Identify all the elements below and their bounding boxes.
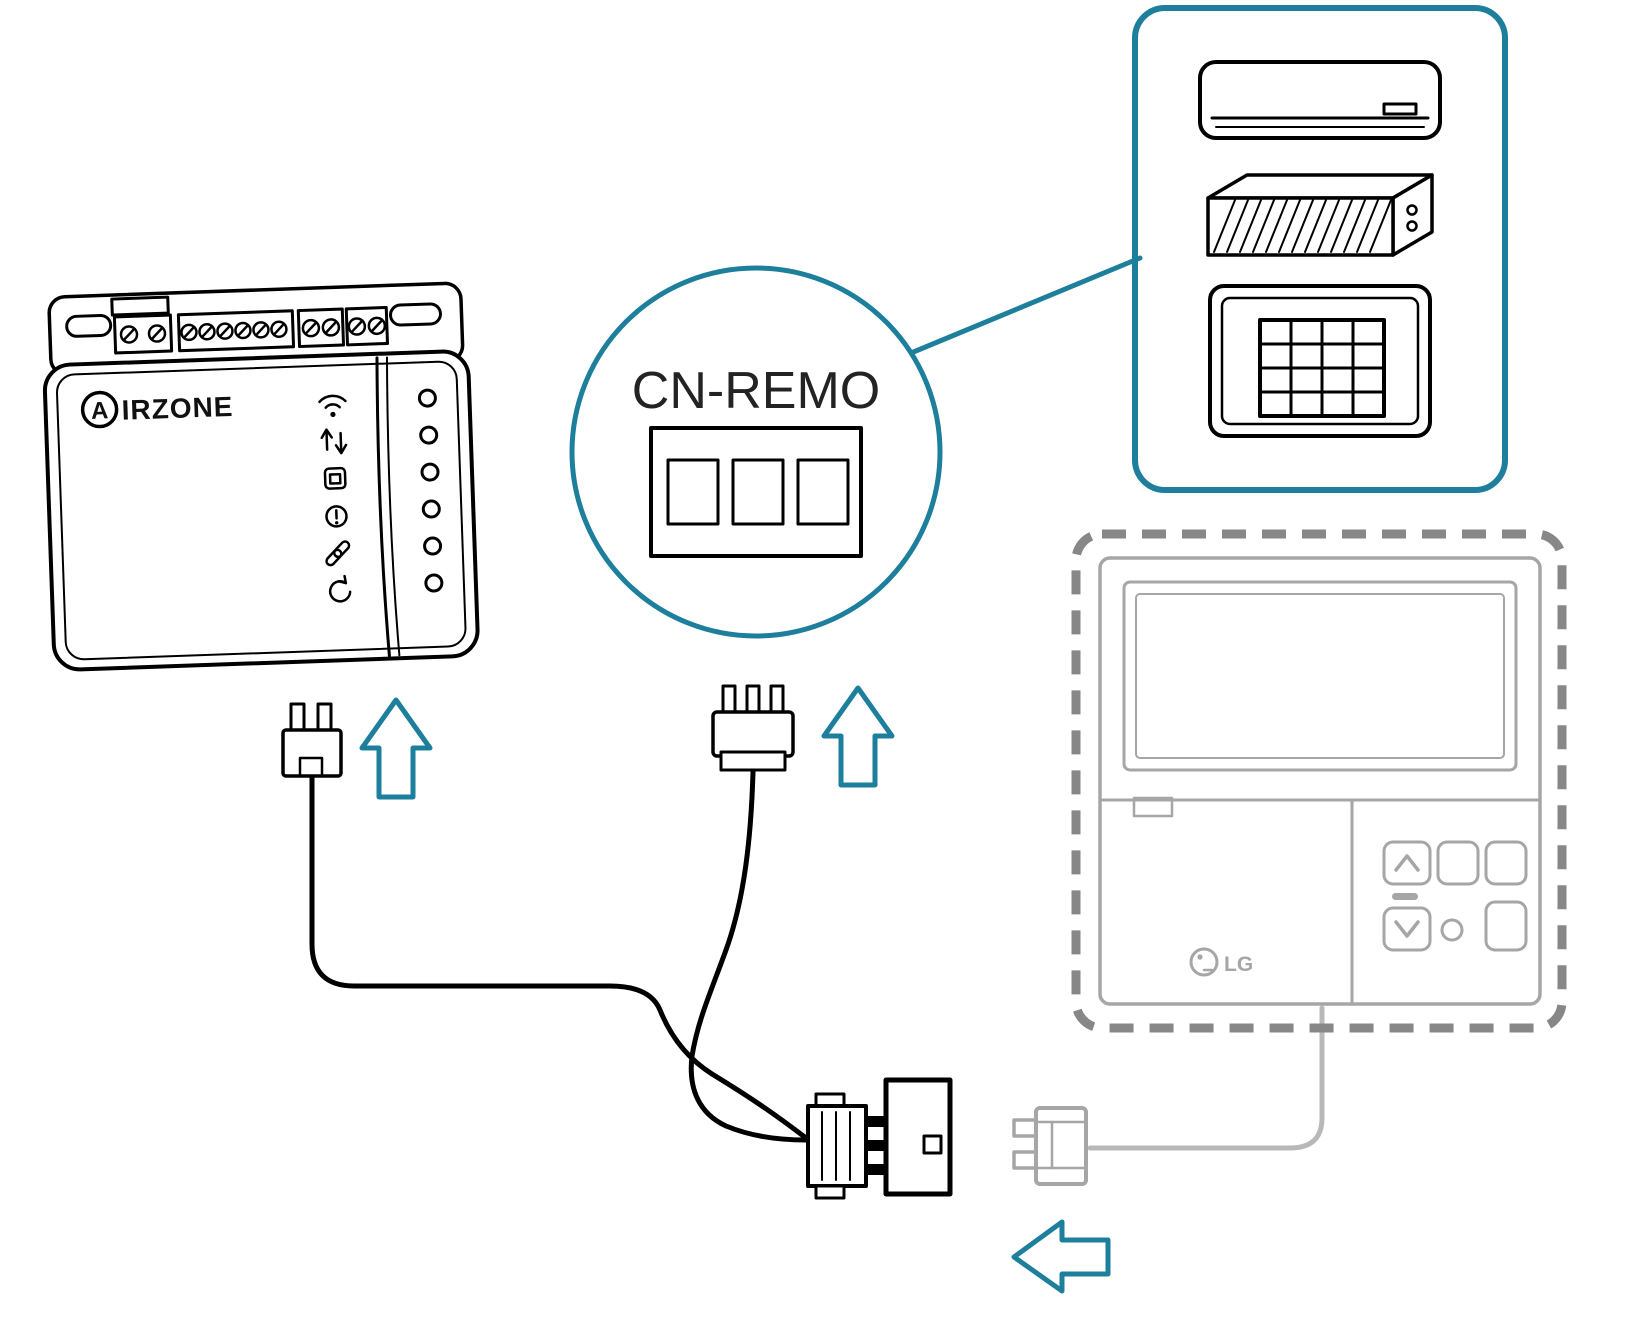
power-button	[1484, 900, 1528, 952]
link-icon	[325, 540, 351, 567]
airzone-logo-circle	[80, 390, 119, 429]
airzone-logo: A IRZONE	[80, 390, 234, 429]
lg-controller-panel: LG	[1071, 529, 1567, 1033]
alert-icon	[325, 505, 348, 528]
lg-logo: LG	[1189, 947, 1253, 977]
led-column	[417, 388, 444, 593]
fan-button	[1484, 840, 1528, 886]
cassette-grille	[1258, 318, 1386, 418]
cassette-unit	[1208, 284, 1432, 438]
cn-remo-label: CN-REMO	[632, 362, 880, 420]
duct-grille-slats	[1213, 199, 1392, 253]
airzone-gateway: A IRZONE	[42, 281, 480, 672]
airzone-logo-initial: A	[91, 397, 109, 425]
terminal-strip	[47, 281, 465, 377]
up-button	[1382, 840, 1432, 886]
arrow-up-cnremo	[821, 685, 895, 788]
magnifier-circle	[569, 265, 943, 639]
lg-logo-text: LG	[1224, 953, 1253, 976]
lg-panel-dashed-border	[1071, 529, 1567, 1033]
airzone-plug-connector	[281, 702, 343, 778]
arrow-left	[1011, 1219, 1111, 1294]
lg-logo-icon	[1189, 947, 1219, 977]
airzone-cable	[309, 773, 809, 1141]
arrow-up-airzone	[359, 697, 433, 800]
status-icon-column	[318, 394, 352, 603]
mount-slot-right	[389, 302, 442, 327]
cn-remo-magnifier: CN-REMO	[569, 255, 1143, 639]
down-button	[1382, 906, 1432, 952]
wifi-icon	[318, 394, 347, 418]
round-button	[1440, 918, 1464, 942]
controller-buttons	[1382, 840, 1528, 952]
cn-remo-socket	[649, 426, 863, 558]
airzone-logo-text: IRZONE	[121, 391, 234, 426]
magnifier-leader-line	[867, 255, 1143, 373]
unit-icon	[323, 466, 347, 490]
lg-plug-connector	[1012, 1106, 1088, 1186]
mount-slot-left	[65, 313, 113, 338]
cn-remo-plug	[711, 684, 795, 772]
gateway-body	[42, 349, 480, 672]
lg-controller: LG	[1098, 556, 1542, 1006]
terminal-screws	[119, 316, 387, 344]
indicator-bar	[1392, 893, 1418, 900]
lg-wire	[1087, 1005, 1325, 1151]
harness-connector	[806, 1077, 953, 1200]
duct-unit	[1206, 173, 1434, 257]
indoor-units-panel	[1132, 5, 1508, 493]
swap-arrows-icon	[320, 428, 348, 455]
mode-button	[1436, 840, 1480, 886]
indoor-units-border	[1132, 5, 1508, 493]
reset-icon	[328, 574, 352, 603]
wall-unit	[1198, 60, 1442, 140]
cn-remo-cable	[688, 769, 809, 1143]
controller-screen	[1122, 580, 1518, 772]
